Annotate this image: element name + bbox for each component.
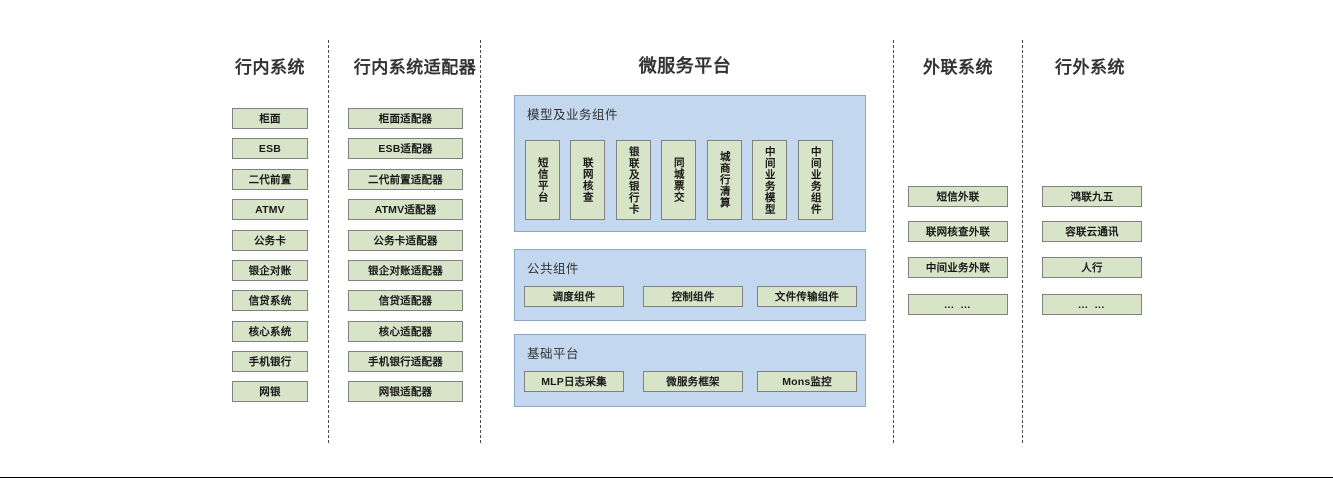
node-inhouse-counter[interactable]: 柜面 [232,108,308,129]
node-local-clearing-exchange[interactable]: 同城票交 [661,140,696,220]
node-adapter-bank-enterprise-reconciliation[interactable]: 银企对账适配器 [348,260,463,281]
node-outside-honglian95[interactable]: 鸿联九五 [1042,186,1142,207]
panel-title-model-business-components: 模型及业务组件 [527,108,619,122]
node-inhouse-credit-system[interactable]: 信贷系统 [232,290,308,311]
node-inhouse-secondgen-frontend[interactable]: 二代前置 [232,169,308,190]
column-separator-4 [1022,40,1023,443]
node-city-commercial-bank-settlement[interactable]: 城商行清算 [707,140,742,220]
node-intermediary-business-model[interactable]: 中间业务模型 [752,140,787,220]
node-outside-pboc[interactable]: 人行 [1042,257,1142,278]
node-scheduling-component[interactable]: 调度组件 [524,286,624,307]
column-title-inhouse-systems: 行内系统 [235,58,305,77]
bottom-divider [0,477,1333,478]
node-inhouse-core-system[interactable]: 核心系统 [232,321,308,342]
node-online-verification[interactable]: 联网核查 [570,140,605,220]
node-adapter-atmv[interactable]: ATMV适配器 [348,199,463,220]
node-external-more[interactable]: … … [908,294,1008,315]
node-inhouse-bank-enterprise-reconciliation[interactable]: 银企对账 [232,260,308,281]
column-title-external-link-systems: 外联系统 [923,58,993,77]
node-inhouse-official-card[interactable]: 公务卡 [232,230,308,251]
node-inhouse-esb[interactable]: ESB [232,138,308,159]
panel-public-components: 公共组件 [514,249,866,321]
node-adapter-secondgen-frontend[interactable]: 二代前置适配器 [348,169,463,190]
panel-title-public-components: 公共组件 [527,262,580,276]
node-adapter-esb[interactable]: ESB适配器 [348,138,463,159]
node-control-component[interactable]: 控制组件 [643,286,743,307]
node-file-transfer-component[interactable]: 文件传输组件 [757,286,857,307]
node-adapter-core[interactable]: 核心适配器 [348,321,463,342]
node-unionpay-bankcard[interactable]: 银联及银行卡 [616,140,651,220]
node-microservice-framework[interactable]: 微服务框架 [643,371,743,392]
node-external-intermediary-business[interactable]: 中间业务外联 [908,257,1008,278]
node-inhouse-internet-banking[interactable]: 网银 [232,381,308,402]
node-adapter-credit[interactable]: 信贷适配器 [348,290,463,311]
node-outside-more[interactable]: … … [1042,294,1142,315]
node-outside-ronglian-cloud[interactable]: 容联云通讯 [1042,221,1142,242]
column-title-outside-bank-systems: 行外系统 [1055,58,1125,77]
panel-base-platform: 基础平台 [514,334,866,407]
node-inhouse-mobile-banking[interactable]: 手机银行 [232,351,308,372]
node-adapter-official-card[interactable]: 公务卡适配器 [348,230,463,251]
node-adapter-counter[interactable]: 柜面适配器 [348,108,463,129]
node-external-sms[interactable]: 短信外联 [908,186,1008,207]
platform-title: 微服务平台 [638,56,732,76]
node-sms-platform[interactable]: 短信平台 [525,140,560,220]
panel-title-base-platform: 基础平台 [527,347,580,361]
node-intermediary-business-component[interactable]: 中间业务组件 [798,140,833,220]
column-title-inhouse-adapters: 行内系统适配器 [353,58,477,77]
node-mlp-log-collection[interactable]: MLP日志采集 [524,371,624,392]
column-separator-3 [893,40,894,443]
node-external-online-verification[interactable]: 联网核查外联 [908,221,1008,242]
node-adapter-mobile-banking[interactable]: 手机银行适配器 [348,351,463,372]
column-separator-1 [328,40,329,443]
column-separator-2 [480,40,481,443]
node-adapter-internet-banking[interactable]: 网银适配器 [348,381,463,402]
node-inhouse-atmv[interactable]: ATMV [232,199,308,220]
node-mons-monitoring[interactable]: Mons监控 [757,371,857,392]
